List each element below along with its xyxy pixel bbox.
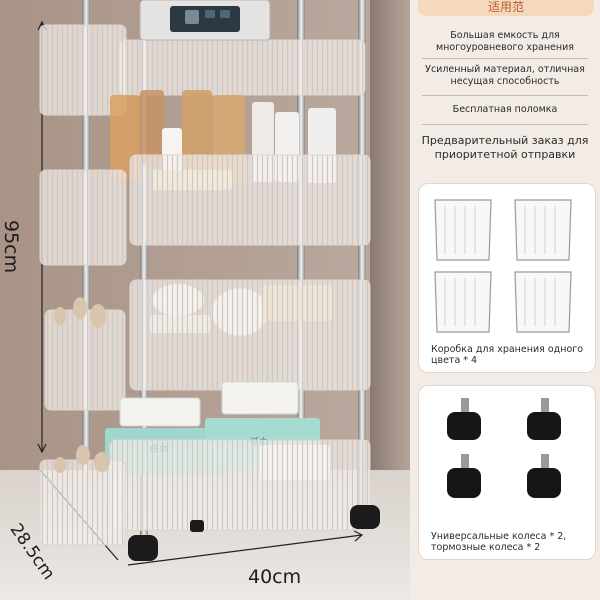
feature-capacity: Большая емкость для многоуровневого хран… (436, 30, 574, 53)
feature-material: Усиленный материал, отличная несущая спо… (425, 64, 585, 87)
dimension-width: 40cm (248, 566, 302, 588)
trolley-illustration: 纸巾 纸巾 (37, 0, 380, 566)
cart-photo: 纸巾 纸巾 95cm 28.5cm 40cm (0, 0, 410, 600)
storage-boxes-caption: Коробка для хранения одного цвета * 4 (431, 344, 584, 366)
info-panel: 适用范 Большая емкость для многоуровневого … (410, 0, 600, 600)
wheels-caption: Универсальные колеса * 2, тормозные коле… (431, 531, 567, 553)
wheels-card: Универсальные колеса * 2, тормозные коле… (418, 385, 596, 560)
divider (422, 58, 588, 59)
door-edge (370, 0, 410, 470)
makeup-brushes-bottom (54, 445, 110, 473)
dimension-height: 95cm (0, 220, 22, 274)
divider (422, 95, 588, 96)
caster-wheels (128, 505, 380, 561)
storage-boxes-card: Коробка для хранения одного цвета * 4 (418, 183, 596, 373)
header-tab: 适用范 (418, 0, 594, 16)
storage-boxes-icon (434, 199, 572, 333)
feature-free-shipping: Бесплатная поломка (452, 104, 558, 115)
wheels-icon (447, 398, 561, 498)
feature-preorder: Предварительный заказ для приоритетной о… (421, 134, 589, 161)
divider (422, 124, 588, 125)
makeup-brushes (54, 297, 106, 328)
